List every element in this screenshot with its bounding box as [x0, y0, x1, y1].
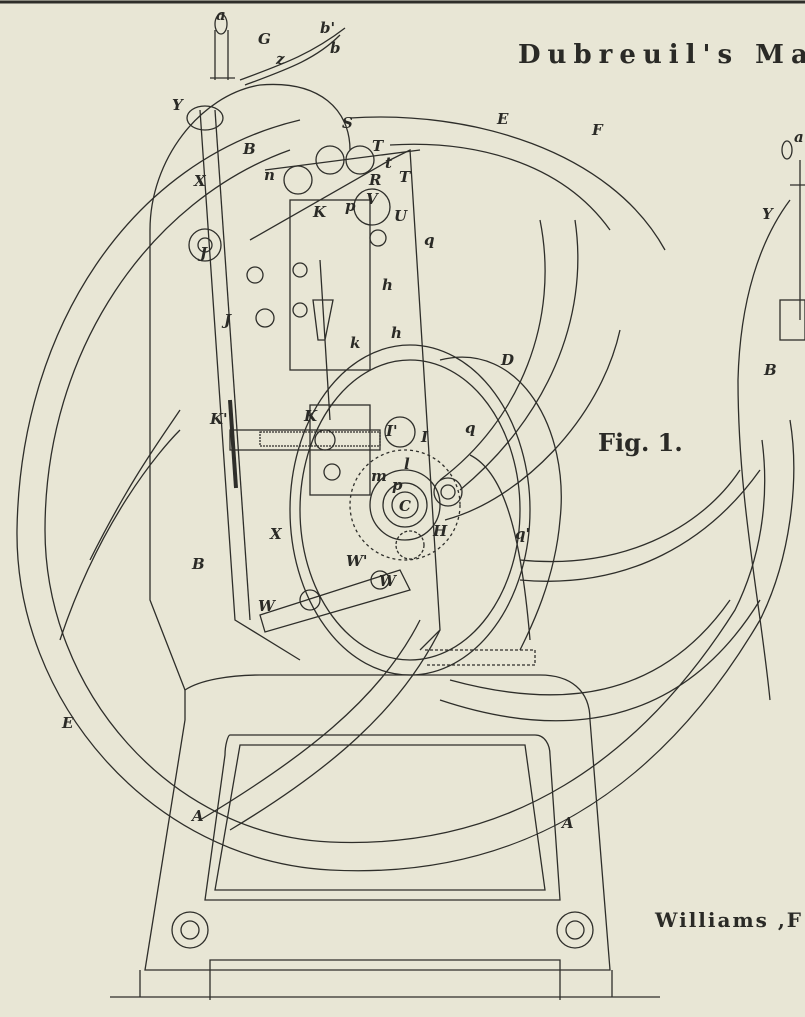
- label-B-right: B: [764, 361, 777, 379]
- label-b: b: [330, 39, 341, 57]
- label-B-top: B: [243, 140, 256, 158]
- label-A-right: A: [562, 814, 574, 832]
- label-b-prime: b': [320, 19, 336, 37]
- label-S: S: [342, 114, 353, 132]
- engraver-credit: Williams ,F: [655, 908, 804, 932]
- label-G: G: [258, 30, 271, 48]
- label-D: D: [501, 351, 515, 369]
- label-I-prime: I': [386, 422, 398, 440]
- label-B-low: B: [192, 555, 205, 573]
- label-I: I: [421, 428, 429, 446]
- label-C: C: [399, 497, 411, 515]
- second-figure-partial: [737, 140, 805, 701]
- pedestal: [110, 674, 660, 1000]
- label-T2: T: [399, 168, 411, 186]
- label-V: V: [366, 190, 378, 208]
- label-X-low: X: [270, 525, 282, 543]
- flywheel: [16, 116, 795, 872]
- label-z: z: [276, 50, 285, 68]
- label-A-left: A: [192, 807, 204, 825]
- figure-label: Fig. 1.: [598, 428, 683, 457]
- label-U: U: [394, 207, 408, 225]
- label-J2: J: [224, 311, 232, 329]
- label-E-low: E: [62, 714, 74, 732]
- label-X-top: X: [194, 172, 206, 190]
- label-p-top: p: [345, 197, 356, 215]
- label-n: n: [264, 166, 275, 184]
- label-m: m: [371, 467, 387, 485]
- label-a-right: a: [794, 128, 804, 146]
- label-h2: h: [391, 324, 402, 342]
- label-R: R: [369, 171, 382, 189]
- label-K-prime: K': [210, 410, 228, 428]
- label-T1: T: [372, 137, 384, 155]
- label-q-prime: q': [515, 525, 531, 543]
- label-q-mid: q: [465, 419, 476, 437]
- label-q-top: q: [424, 231, 435, 249]
- label-E-top: E: [497, 110, 509, 128]
- label-K-top: K: [313, 203, 327, 221]
- label-J1: J: [200, 244, 208, 262]
- label-F: F: [592, 121, 603, 139]
- label-Y: Y: [172, 96, 183, 114]
- plate-title: Dubreuil's Ma: [518, 40, 805, 70]
- label-W-prime: W': [346, 552, 368, 570]
- label-Y-right: Y: [762, 205, 773, 223]
- label-l: l: [404, 455, 410, 473]
- label-W-arm: W: [258, 597, 275, 615]
- label-K-mid: K: [304, 407, 318, 425]
- label-p-low: p: [392, 476, 403, 494]
- label-H: H: [433, 522, 448, 540]
- label-h1: h: [382, 276, 393, 294]
- label-a: a: [216, 6, 226, 24]
- label-t: t: [385, 154, 392, 172]
- label-k: k: [350, 334, 361, 352]
- machine-frame: [149, 13, 562, 691]
- label-W-small: W: [379, 572, 396, 590]
